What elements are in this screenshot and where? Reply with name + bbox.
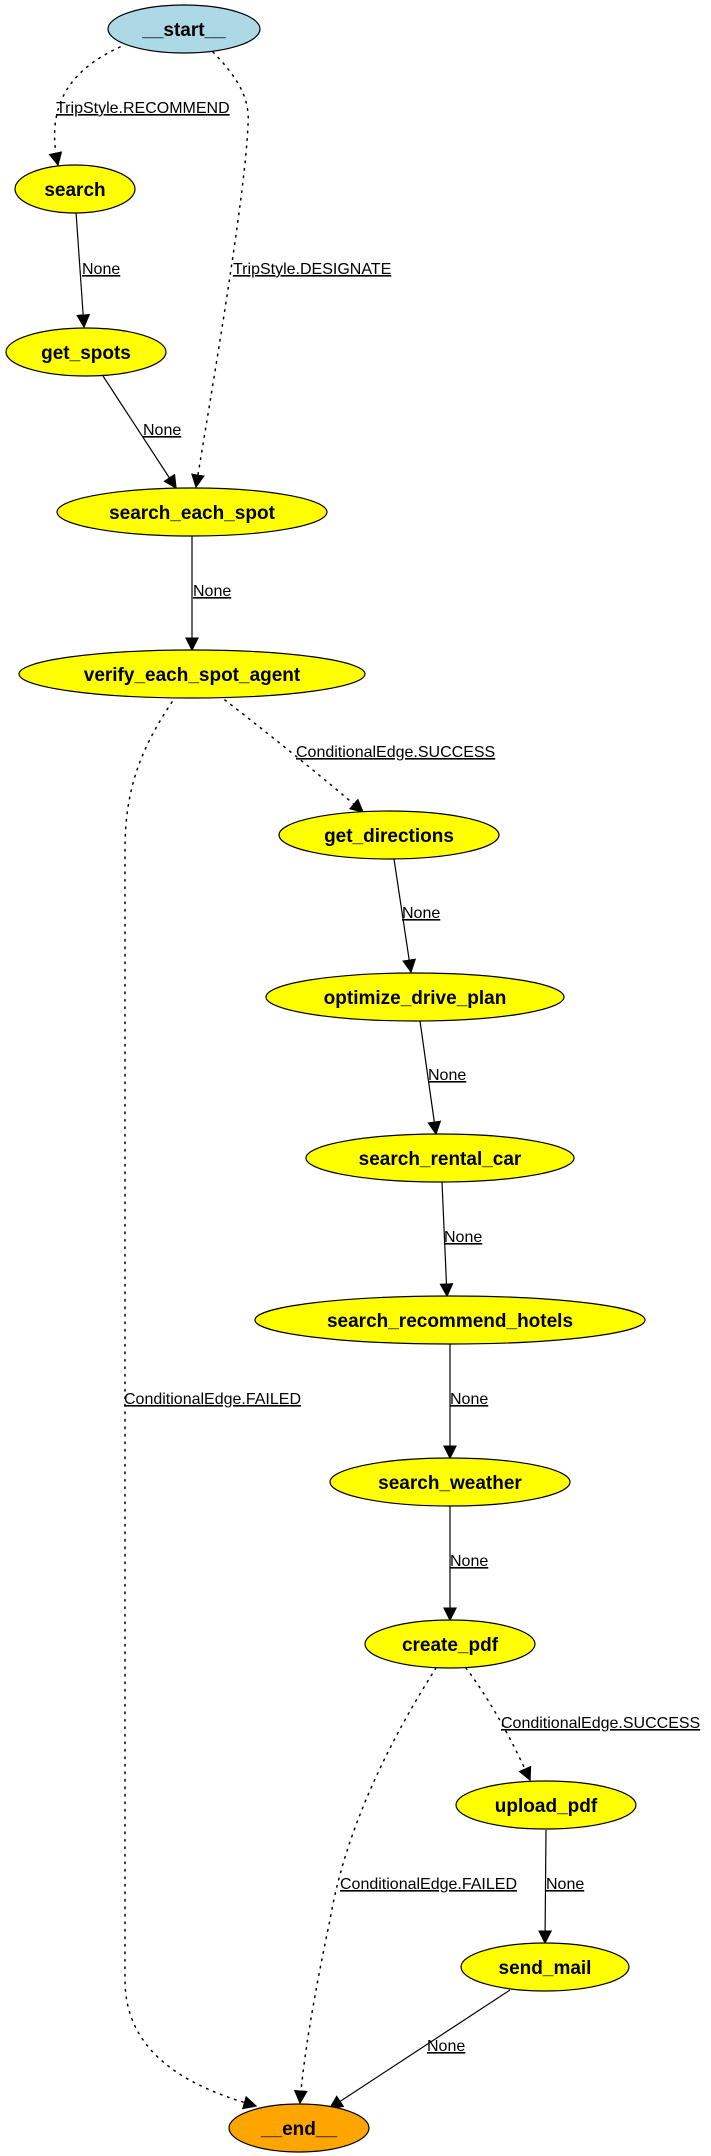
node-search-each-spot-label: search_each_spot — [109, 503, 275, 524]
node-search-recommend-hotels-label: search_recommend_hotels — [327, 1311, 573, 1332]
node-search-rental-car-shape — [305, 1133, 575, 1183]
edge-label-get-spots-to-search-each-spot: None — [143, 422, 181, 439]
edge-optimize-to-rental-car — [419, 1020, 442, 1136]
edge-label-start-to-search-each-spot: TripStyle.DESIGNATE — [233, 261, 391, 278]
edge-label-hotels-to-weather: None — [450, 1391, 488, 1408]
node-search-label: search — [44, 180, 105, 201]
edge-label-get-directions-to-optimize: None — [402, 905, 440, 922]
node-optimize-drive-plan-shape — [265, 972, 565, 1022]
node-optimize-drive-plan[interactable]: optimize_drive_plan — [265, 972, 565, 1022]
edge-create-pdf-to-upload — [465, 1667, 532, 1782]
node-end[interactable]: __end__ — [228, 2103, 370, 2153]
edge-get-directions-to-optimize — [393, 858, 417, 974]
edge-label-create-pdf-to-end: ConditionalEdge.FAILED — [340, 1876, 517, 1893]
node-send-mail[interactable]: send_mail — [460, 1942, 630, 1992]
node-verify-each-spot-agent-shape — [18, 649, 366, 699]
node-end-label: __end__ — [260, 2119, 337, 2140]
node-verify-each-spot-agent-label: verify_each_spot_agent — [84, 665, 301, 686]
node-send-mail-label: send_mail — [499, 1958, 592, 1979]
edge-label-create-pdf-to-upload: ConditionalEdge.SUCCESS — [501, 1715, 700, 1732]
node-upload-pdf-shape — [455, 1780, 637, 1830]
nodes: __start__ search get_spots search_each_s… — [5, 4, 646, 2153]
node-create-pdf[interactable]: create_pdf — [364, 1619, 536, 1669]
edge-label-start-to-search: TripStyle.RECOMMEND — [56, 100, 230, 117]
node-create-pdf-label: create_pdf — [402, 1635, 499, 1656]
edge-label-optimize-to-rental-car: None — [428, 1067, 466, 1084]
node-get-directions-shape — [278, 810, 500, 860]
node-send-mail-shape — [460, 1942, 630, 1992]
edge-label-search-each-spot-to-verify: None — [193, 583, 231, 600]
node-upload-pdf[interactable]: upload_pdf — [455, 1780, 637, 1830]
node-start[interactable]: __start__ — [107, 4, 261, 54]
node-search-weather-label: search_weather — [378, 1473, 522, 1494]
edge-start-to-search-each-spot — [191, 51, 249, 489]
node-get-spots[interactable]: get_spots — [5, 327, 167, 377]
edge-verify-to-get-directions — [224, 699, 365, 813]
node-create-pdf-shape — [364, 1619, 536, 1669]
edge-get-spots-to-search-each-spot — [102, 375, 177, 490]
edge-search-to-get-spots — [75, 211, 91, 329]
node-search[interactable]: search — [14, 164, 136, 214]
node-verify-each-spot-agent[interactable]: verify_each_spot_agent — [18, 649, 366, 699]
node-upload-pdf-label: upload_pdf — [495, 1796, 598, 1817]
node-search-recommend-hotels[interactable]: search_recommend_hotels — [254, 1295, 646, 1345]
edge-label-verify-to-get-directions: ConditionalEdge.SUCCESS — [296, 744, 495, 761]
edge-label-upload-to-send-mail: None — [546, 1876, 584, 1893]
node-search-weather-shape — [329, 1457, 571, 1507]
edge-label-verify-to-end: ConditionalEdge.FAILED — [124, 1391, 301, 1408]
node-search-weather[interactable]: search_weather — [329, 1457, 571, 1507]
edge-label-weather-to-create-pdf: None — [450, 1553, 488, 1570]
node-get-spots-shape — [5, 327, 167, 377]
edge-label-send-mail-to-end: None — [427, 2038, 465, 2055]
node-search-each-spot-shape — [56, 487, 328, 537]
edge-send-mail-to-end — [328, 1989, 511, 2109]
node-search-shape — [14, 164, 136, 214]
edges: TripStyle.RECOMMEND TripStyle.DESIGNATE … — [48, 46, 700, 2110]
node-start-label: __start__ — [141, 20, 226, 41]
node-get-directions[interactable]: get_directions — [278, 810, 500, 860]
edge-create-pdf-to-end — [293, 1667, 437, 2105]
node-end-shape — [228, 2103, 370, 2153]
node-search-recommend-hotels-shape — [254, 1295, 646, 1345]
node-search-rental-car[interactable]: search_rental_car — [305, 1133, 575, 1183]
node-get-spots-label: get_spots — [41, 343, 131, 364]
edge-label-rental-car-to-hotels: None — [444, 1229, 482, 1246]
edge-label-search-to-get-spots: None — [82, 261, 120, 278]
edge-upload-to-send-mail — [538, 1829, 553, 1945]
edge-start-to-search — [48, 46, 121, 167]
node-start-shape — [107, 4, 261, 54]
edge-rental-car-to-hotels — [439, 1181, 454, 1298]
node-search-each-spot[interactable]: search_each_spot — [56, 487, 328, 537]
node-search-rental-car-label: search_rental_car — [359, 1149, 522, 1170]
node-get-directions-label: get_directions — [324, 826, 454, 847]
node-optimize-drive-plan-label: optimize_drive_plan — [324, 988, 507, 1009]
